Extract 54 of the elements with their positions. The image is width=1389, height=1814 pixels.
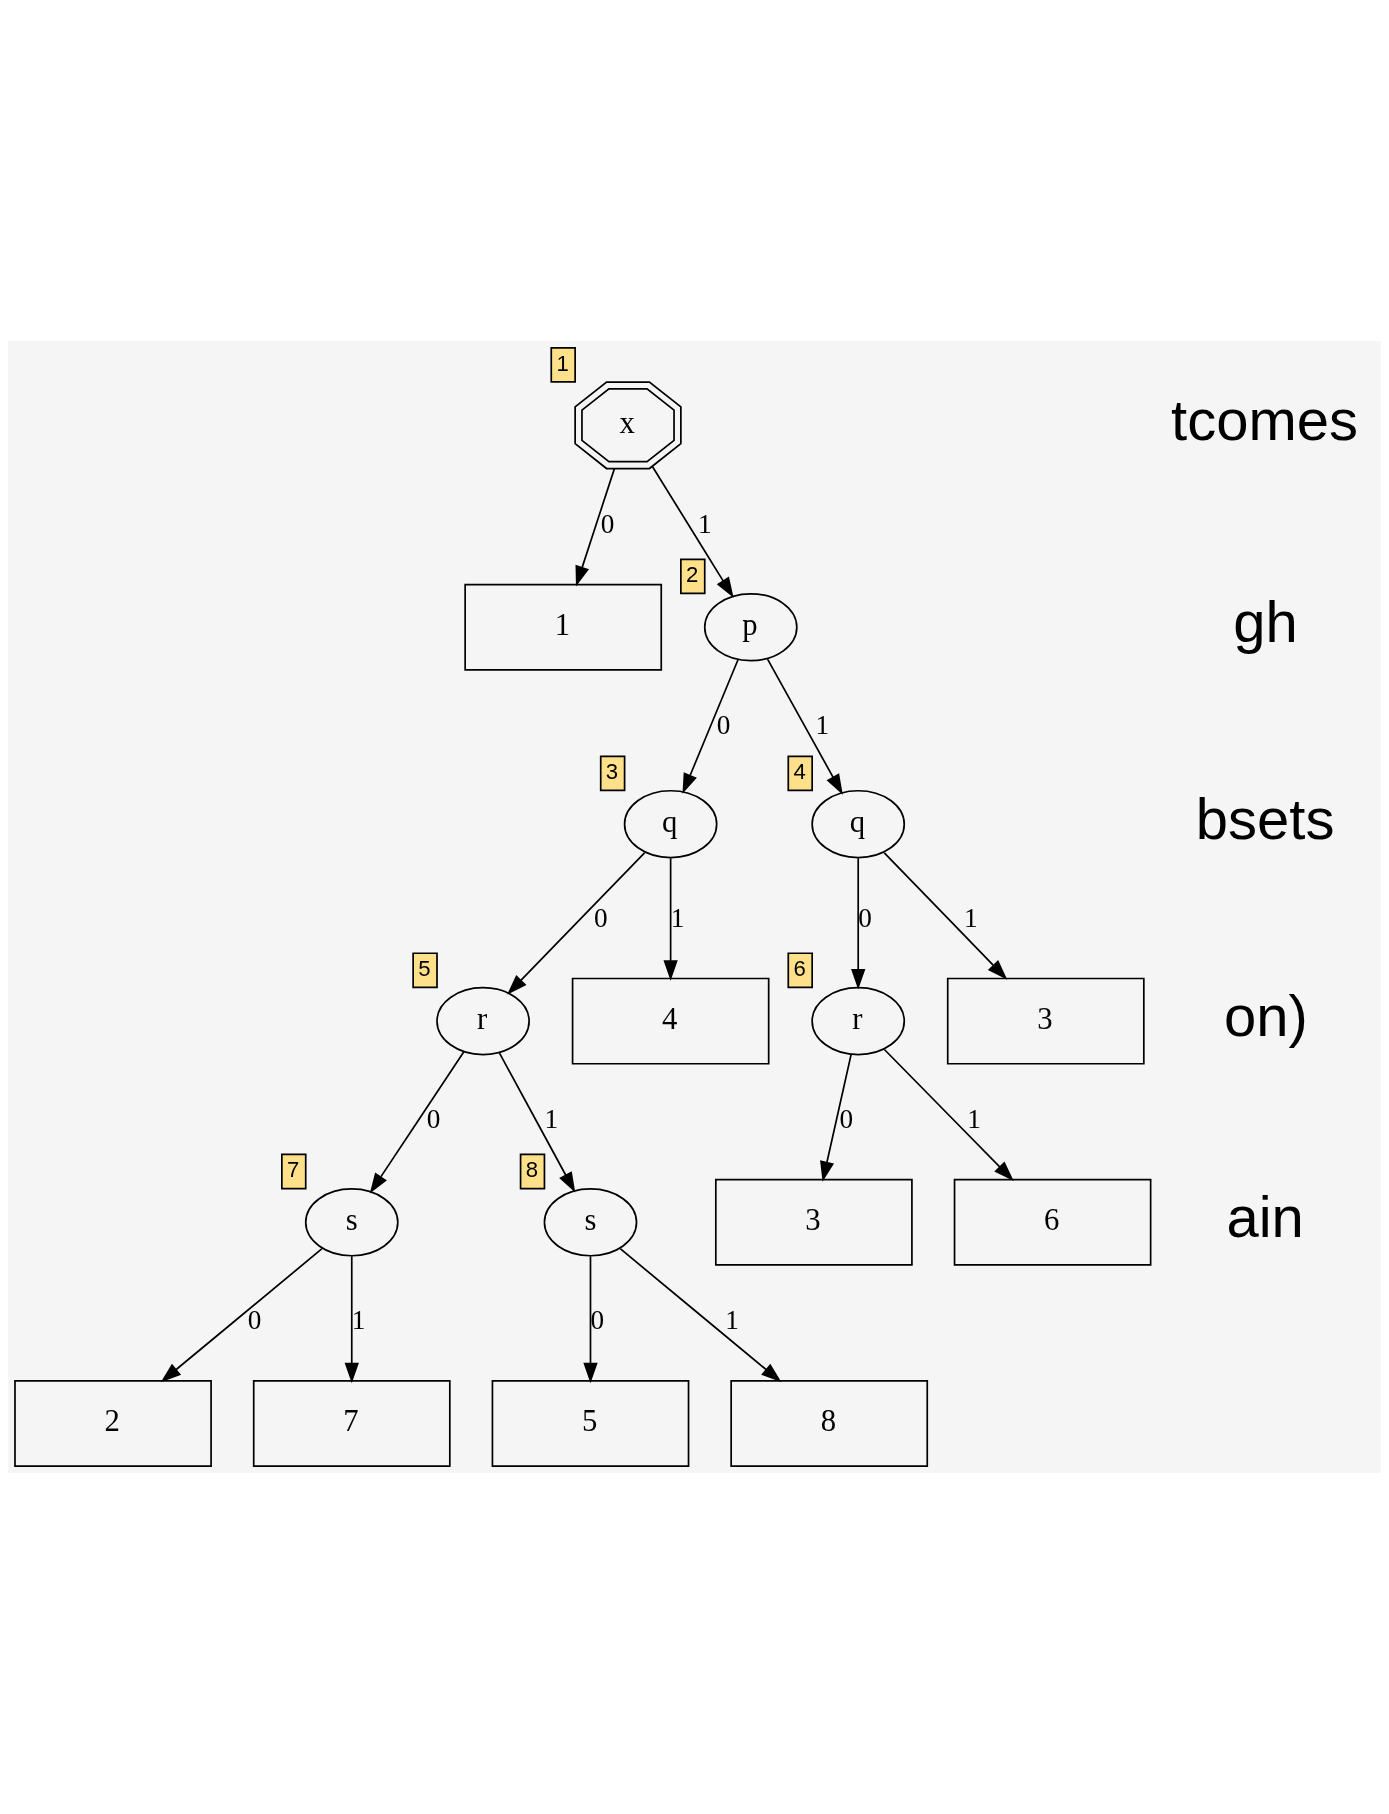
node-box: 1 [464,583,663,671]
arrow [766,658,843,795]
node-box: 7 [252,1380,451,1468]
edge-label: 0 [426,1104,441,1135]
node-box: 3 [946,977,1145,1065]
node-label: 6 [793,956,806,982]
edge-label: 1 [670,903,685,933]
node-label: 8 [525,1157,539,1183]
edge-label: 1 [963,903,978,933]
arrow [507,851,646,995]
edge-label: 1 [725,1305,739,1336]
arrow [160,1247,323,1383]
edge-label: 1 [815,710,830,741]
label: bsets [1195,787,1335,852]
edge-label: 0 [590,1305,605,1336]
arrow [682,659,739,794]
node-label: 1 [556,350,569,376]
edge-label: 1 [544,1104,559,1135]
arrow [883,1048,1014,1182]
edge-label: 1 [351,1305,366,1336]
arrow [663,857,678,981]
node-box: 3 [714,1178,913,1266]
arrow [820,1053,852,1182]
edge-label: 1 [967,1104,981,1135]
node-box: 5 [491,1380,690,1468]
edge-label: 0 [858,903,872,933]
edge-label: 1 [697,509,712,540]
arrow [583,1255,598,1384]
node-box: 4 [571,977,770,1065]
edge-label: 0 [716,710,731,741]
arrow [344,1255,359,1384]
label: gh [1233,590,1298,655]
arrow [851,857,866,990]
node-label: 4 [793,759,806,785]
arrow [575,467,616,587]
label: on) [1223,983,1308,1048]
edge-label: 0 [839,1104,854,1135]
node-box: 2 [14,1380,212,1468]
node-box: 8 [730,1380,929,1468]
label: tcomes [1171,388,1358,453]
node-label: 3 [605,759,619,785]
node-label: 2 [685,562,699,588]
label: ain [1226,1185,1304,1250]
arrow [369,1051,465,1194]
arrow [498,1052,576,1193]
arrow [619,1247,782,1383]
edge-label: 0 [600,509,615,540]
arrow [883,851,1008,980]
edge-label: 0 [247,1305,262,1336]
node-label: 5 [418,956,431,982]
node-label: 7 [286,1157,300,1183]
edge-label: 0 [593,903,608,933]
node-box: 6 [953,1178,1152,1266]
arrow [651,465,734,598]
